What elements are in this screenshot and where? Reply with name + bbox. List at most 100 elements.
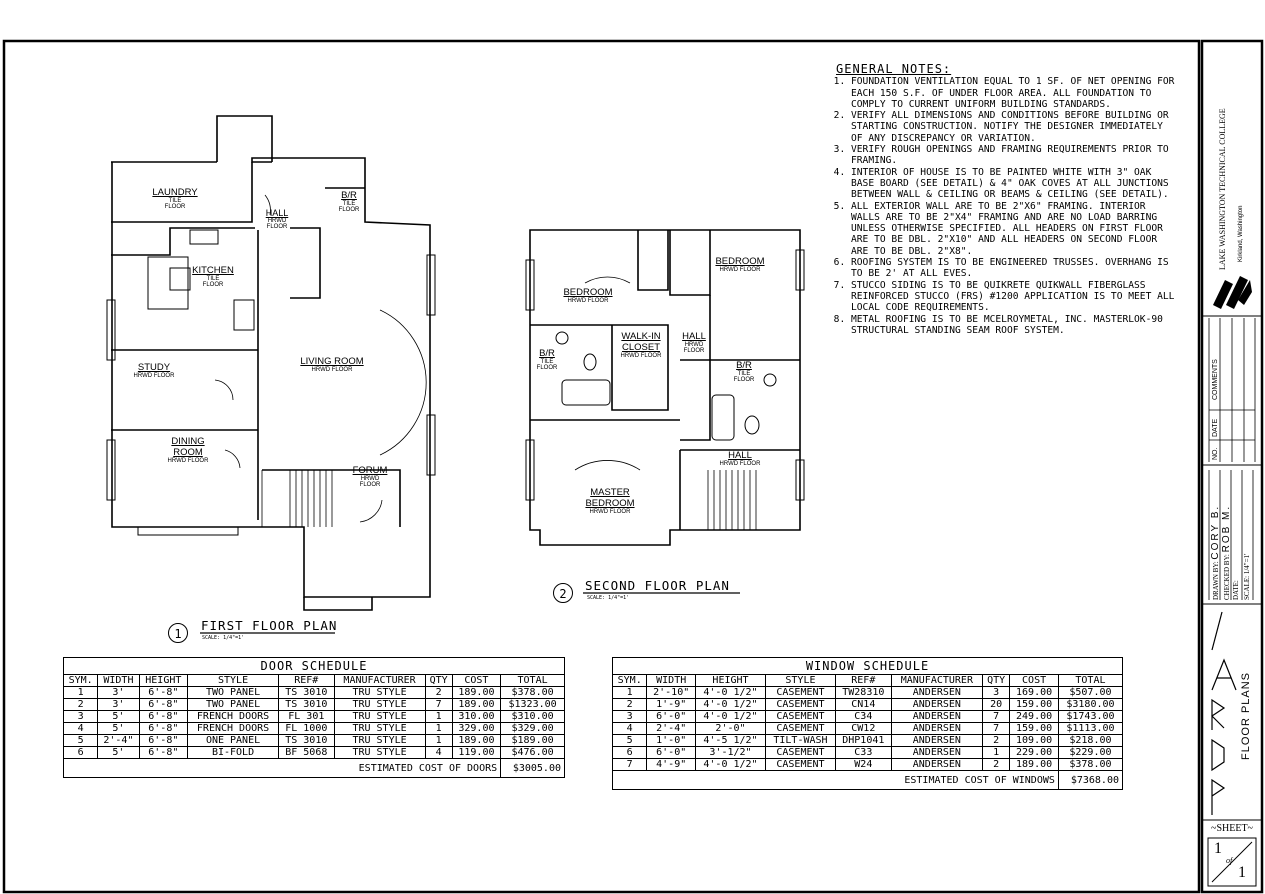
sheet-label: ~SHEET~ [1211,823,1253,834]
table-cell: TS 3010 [278,698,335,711]
second-floor-plan-title: SECOND FLOOR PLAN [585,578,730,593]
estimate-label: ESTIMATED COST OF DOORS [62,758,501,778]
table-cell: 4'-0 1/2" [695,710,766,723]
table-cell: 2 [982,758,1011,771]
col-header: REF# [278,674,335,687]
table-cell: 189.00 [451,698,502,711]
col-header: SYM. [611,674,648,687]
col-header: SYM. [62,674,99,687]
drawn-by-label: DRAWN BY: [1212,561,1220,600]
scale-field: SCALE: 1/4"=1' [1243,553,1251,600]
table-cell: CN14 [834,698,892,711]
col-header: QTY [424,674,453,687]
door-schedule: DOOR SCHEDULE SYM. WIDTH HEIGHT STYLE RE… [62,657,565,778]
table-cell: 2'-0" [695,722,766,735]
table-cell: CASEMENT [764,686,836,699]
table-cell: FL 301 [278,710,335,723]
table-cell: ANDERSEN [890,746,984,759]
table-cell: 4 [424,746,453,759]
door-schedule-header: SYM. WIDTH HEIGHT STYLE REF# MANUFACTURE… [62,674,565,687]
table-cell: 1 [982,746,1011,759]
checked-by-label: CHECKED BY: [1223,554,1231,600]
col-header: STYLE [764,674,836,687]
table-cell: TWO PANEL [187,698,280,711]
door-schedule-estimate: ESTIMATED COST OF DOORS $3005.00 [62,758,565,778]
table-cell: 7 [611,758,648,771]
drawn-by-row: DRAWN BY: CORY B. [1210,505,1221,600]
table-cell: 189.00 [1009,758,1059,771]
window-schedule-title: WINDOW SCHEDULE [612,657,1123,674]
note-item: FOUNDATION VENTILATION EQUAL TO 1 SF. OF… [851,76,1176,110]
table-cell: ANDERSEN [890,734,984,747]
title-block-border [1200,39,1264,894]
second-floor-plan-scale: SCALE: 1/4"=1' [587,595,630,601]
table-cell: 2 [611,698,648,711]
date-field: DATE: [1232,580,1240,600]
room-laundry: LAUNDRY TILE FLOOR [152,187,198,210]
estimate-label: ESTIMATED COST OF WINDOWS [612,770,1059,790]
table-cell: $1113.00 [1057,722,1124,735]
note-item: METAL ROOFING IS TO BE MCELROYMETAL, INC… [851,314,1176,337]
checked-by-name: ROB M. [1221,504,1232,553]
table-cell: 5' [97,710,140,723]
table-cell: 5' [97,722,140,735]
table-cell: 5 [611,734,648,747]
sheet-total: 1 [1238,864,1246,881]
col-header: WIDTH [97,674,140,687]
room-bedroom-1: BEDROOM HRWD FLOOR [563,287,613,304]
general-notes: GENERAL NOTES: FOUNDATION VENTILATION EQ… [836,63,1176,337]
table-cell: 169.00 [1009,686,1059,699]
room-hall-lower: HALL HRWD FLOOR [719,450,761,467]
table-cell: ANDERSEN [890,686,984,699]
comments-label: COMMENTS [1212,359,1219,400]
col-header: HEIGHT [138,674,189,687]
room-bath: B/R TILE FLOOR [338,190,360,213]
room-forum: FORUM HRWD FLOOR [352,465,388,488]
table-cell: CW12 [834,722,892,735]
room-bath-left: B/R TILE FLOOR [536,348,558,371]
table-cell: ANDERSEN [890,722,984,735]
window-schedule-estimate: ESTIMATED COST OF WINDOWS $7368.00 [612,770,1124,790]
college-name: LAKE WASHINGTON TECHNICAL COLLEGE [1218,108,1227,270]
first-floor-plan-scale: SCALE: 1/4"=1' [202,635,245,641]
table-cell: 5 [62,734,99,747]
table-cell: 1'-0" [646,734,696,747]
note-item: ROOFING SYSTEM IS TO BE ENGINEERED TRUSS… [851,257,1176,280]
room-master-bedroom: MASTER BEDROOM HRWD FLOOR [585,487,635,515]
table-cell: 310.00 [451,710,502,723]
table-cell: CASEMENT [764,710,836,723]
table-cell: 1'-9" [646,698,696,711]
table-cell: 229.00 [1009,746,1059,759]
table-cell: 189.00 [451,686,502,699]
table-cell: 4'-0 1/2" [695,686,766,699]
room-study: STUDY HRWD FLOOR [133,362,175,379]
table-cell: 3' [97,686,140,699]
col-header: QTY [982,674,1011,687]
table-cell: 6'-8" [138,686,189,699]
table-cell: 3 [982,686,1011,699]
room-dining: DINING ROOM HRWD FLOOR [167,436,209,464]
col-header: COST [1009,674,1059,687]
table-cell: TRU STYLE [333,686,426,699]
table-cell: 6'-0" [646,746,696,759]
note-item: ALL EXTERIOR WALL ARE TO BE 2"X6" FRAMIN… [851,201,1176,257]
table-cell: 2'-4" [97,734,140,747]
room-living: LIVING ROOM HRWD FLOOR [300,356,364,373]
room-bedroom-2: BEDROOM HRWD FLOOR [715,256,765,273]
table-cell: ANDERSEN [890,758,984,771]
table-cell: 4'-0 1/2" [695,758,766,771]
first-floor-plan-title: FIRST FLOOR PLAN [201,618,338,633]
estimate-total: $7368.00 [1057,770,1124,790]
table-cell: 6'-8" [138,698,189,711]
table-cell: 1 [62,686,99,699]
sheet-number: 1 [1214,840,1222,857]
checked-by-row: CHECKED BY: ROB M. [1221,505,1232,600]
